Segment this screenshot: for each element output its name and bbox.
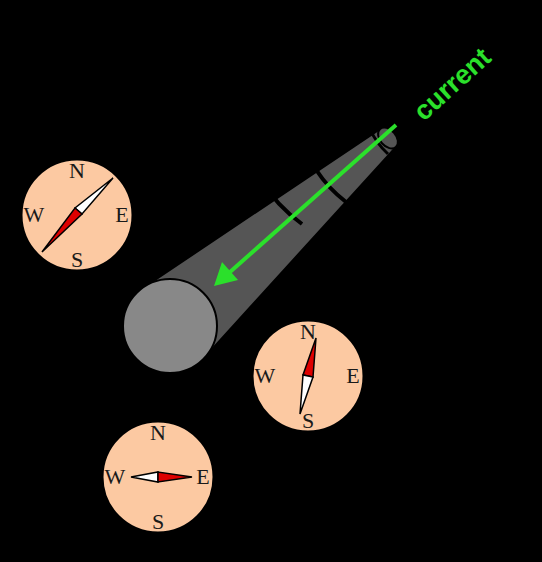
wire-end [374, 124, 402, 153]
wire-end-face [123, 279, 217, 373]
compass-letter: N [150, 422, 166, 444]
wire-band [262, 181, 302, 224]
compass-letter: N [69, 160, 85, 182]
compass-letter: S [302, 410, 314, 432]
compass-letter: W [255, 365, 276, 387]
compass-letter: W [105, 466, 126, 488]
compass-letter: E [196, 466, 209, 488]
compass-letter: E [346, 365, 359, 387]
arrowhead [214, 262, 238, 286]
compass-letter: S [71, 249, 83, 271]
compass-letter: S [152, 511, 164, 533]
compass-letter: N [300, 321, 316, 343]
compass-letter: W [24, 204, 45, 226]
compass-letter: E [115, 204, 128, 226]
current-label: current [408, 43, 495, 125]
current-arrow [230, 125, 396, 272]
